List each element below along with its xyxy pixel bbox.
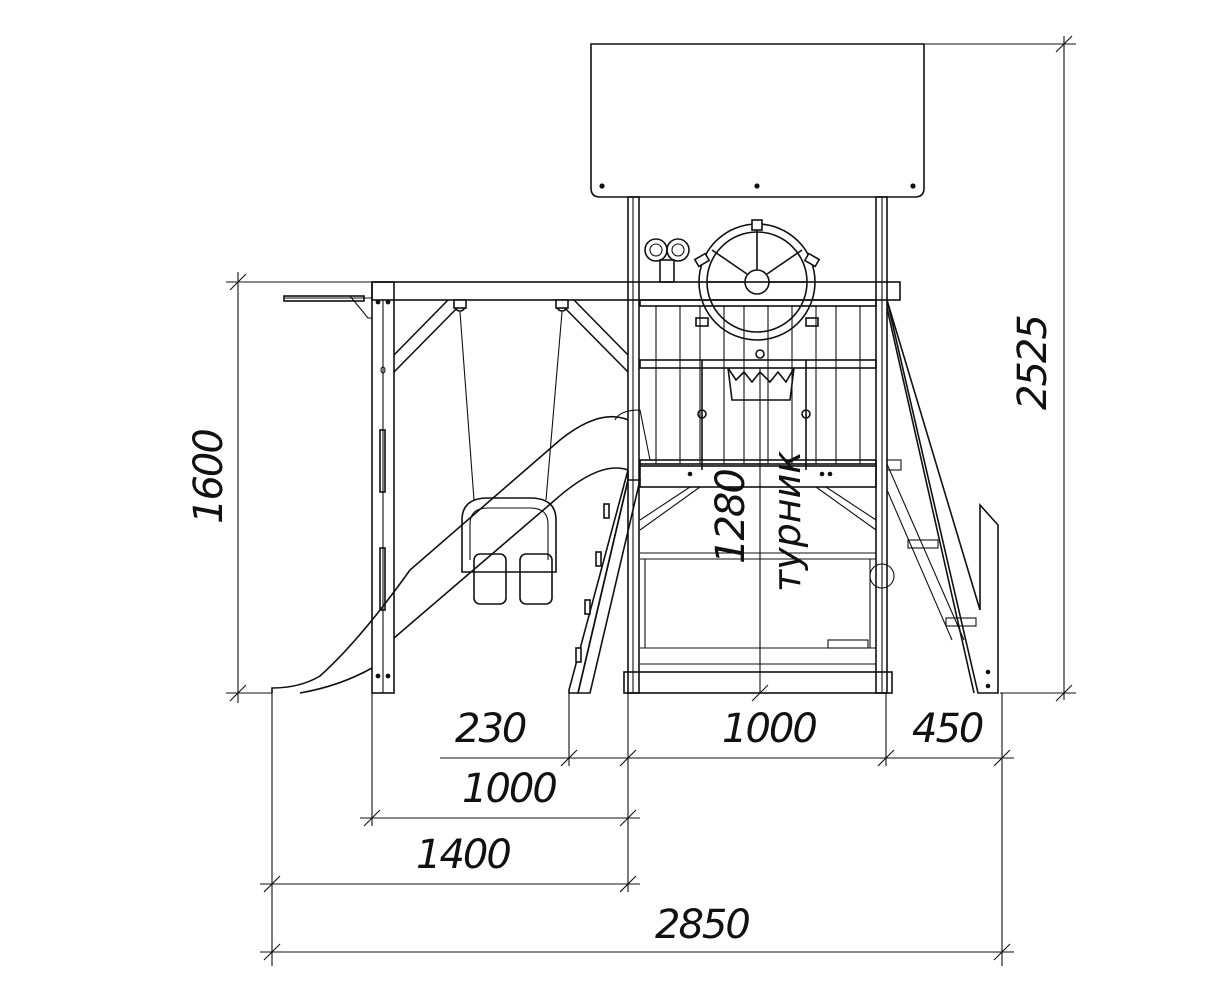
dimension-swing-height: 1600 <box>186 430 232 524</box>
dimension-bar-height: 1280 <box>708 470 754 564</box>
swing-seat <box>461 497 557 605</box>
dimension-swing-width: 1000 <box>462 766 556 812</box>
slide <box>271 409 651 694</box>
dimension-total-width: 2850 <box>655 902 749 948</box>
swing-frame <box>371 281 629 694</box>
dimension-tower-width: 1000 <box>722 706 816 752</box>
roof <box>590 43 925 198</box>
ship-wheel <box>693 219 821 341</box>
dimension-stairs-width: 450 <box>912 706 983 752</box>
dimension-swing-span: 1400 <box>416 832 510 878</box>
climbing-wall <box>568 469 642 694</box>
binoculars <box>644 238 690 283</box>
dimension-lines <box>226 35 1076 966</box>
dimension-ladder-offset: 230 <box>455 706 526 752</box>
stairs <box>886 299 999 694</box>
label-monkey-bar: турник <box>765 451 809 592</box>
tower-frame <box>623 196 895 694</box>
dimension-total-height: 2525 <box>1010 316 1056 410</box>
railing <box>639 299 877 477</box>
